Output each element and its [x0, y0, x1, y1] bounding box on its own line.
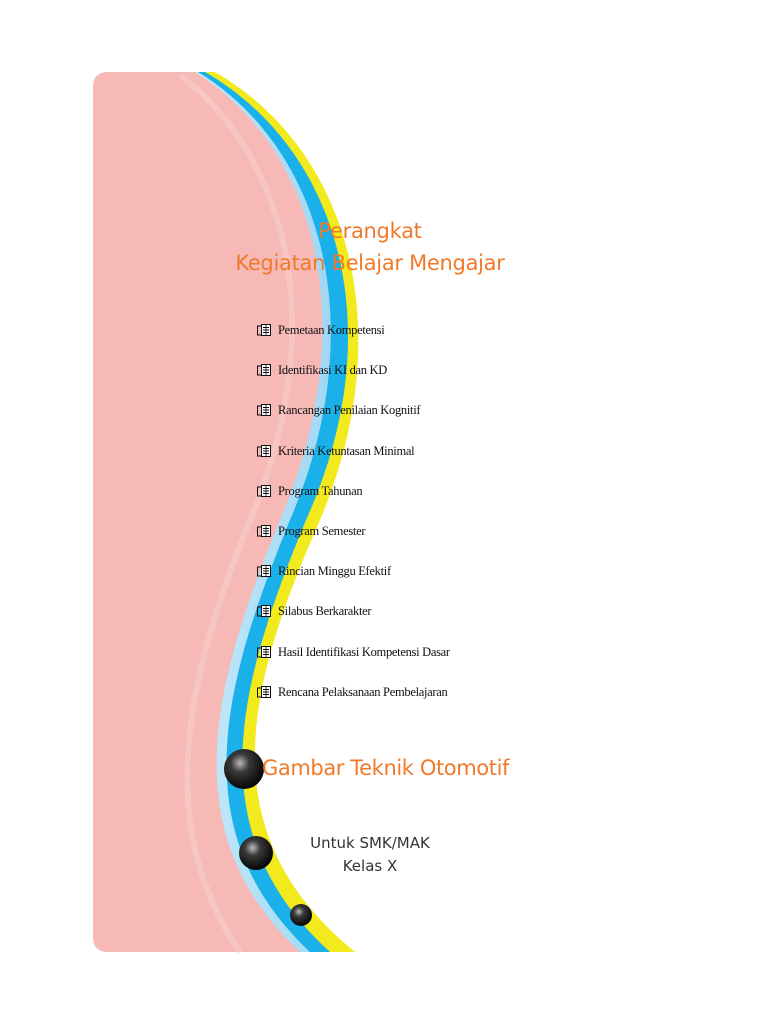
cover-title-line-2: Kegiatan Belajar Mengajar	[235, 251, 505, 275]
document-bullet-icon	[257, 605, 271, 618]
document-bullet-icon	[257, 685, 271, 698]
document-bullet-icon	[257, 364, 271, 377]
contents-list-item-label: Rencana Pelaksanaan Pembelajaran	[278, 684, 448, 699]
contents-list-item: Silabus Berkarakter	[257, 603, 450, 643]
contents-list-item: Hasil Identifikasi Kompetensi Dasar	[257, 644, 450, 684]
contents-list-item: Kriteria Ketuntasan Minimal	[257, 443, 450, 483]
contents-list-item: Program Semester	[257, 523, 450, 563]
pink-panel-highlight	[178, 72, 296, 954]
contents-list-item-label: Silabus Berkarakter	[278, 604, 372, 619]
subject-title: Gambar Teknik Otomotif	[262, 756, 510, 780]
document-bullet-icon	[257, 565, 271, 578]
dark-orb-large	[224, 749, 264, 789]
document-bullet-icon	[257, 524, 271, 537]
contents-list-item-label: Identifikasi KI dan KD	[278, 363, 387, 378]
contents-list-item-label: Program Tahunan	[278, 483, 363, 498]
contents-list-item: Rincian Minggu Efektif	[257, 563, 450, 603]
document-bullet-icon	[257, 404, 271, 417]
document-bullet-icon	[257, 484, 271, 497]
pink-panel	[93, 72, 323, 952]
dark-orb-small	[290, 904, 312, 926]
contents-list-item-label: Kriteria Ketuntasan Minimal	[278, 443, 415, 458]
contents-list-item: Rencana Pelaksanaan Pembelajaran	[257, 684, 450, 724]
contents-list-item-label: Program Semester	[278, 523, 366, 538]
document-bullet-icon	[257, 645, 271, 658]
contents-list-item: Pemetaan Kompetensi	[257, 322, 450, 362]
contents-list-item: Identifikasi KI dan KD	[257, 362, 450, 402]
contents-list-item-label: Pemetaan Kompetensi	[278, 323, 385, 337]
document-bullet-icon	[257, 444, 271, 457]
dark-orb-medium	[239, 836, 273, 870]
contents-list-item-label: Rancangan Penilaian Kognitif	[278, 403, 421, 418]
contents-list-item: Rancangan Penilaian Kognitif	[257, 402, 450, 442]
audience-line-2: Kelas X	[342, 857, 398, 875]
contents-list-item-label: Hasil Identifikasi Kompetensi Dasar	[278, 644, 450, 659]
contents-list-item-label: Rincian Minggu Efektif	[278, 564, 391, 579]
audience-line-1: Untuk SMK/MAK	[310, 834, 430, 852]
cover-title-line-1: Perangkat	[318, 219, 422, 243]
contents-list-item: Program Tahunan	[257, 483, 450, 523]
document-bullet-icon	[257, 324, 271, 336]
